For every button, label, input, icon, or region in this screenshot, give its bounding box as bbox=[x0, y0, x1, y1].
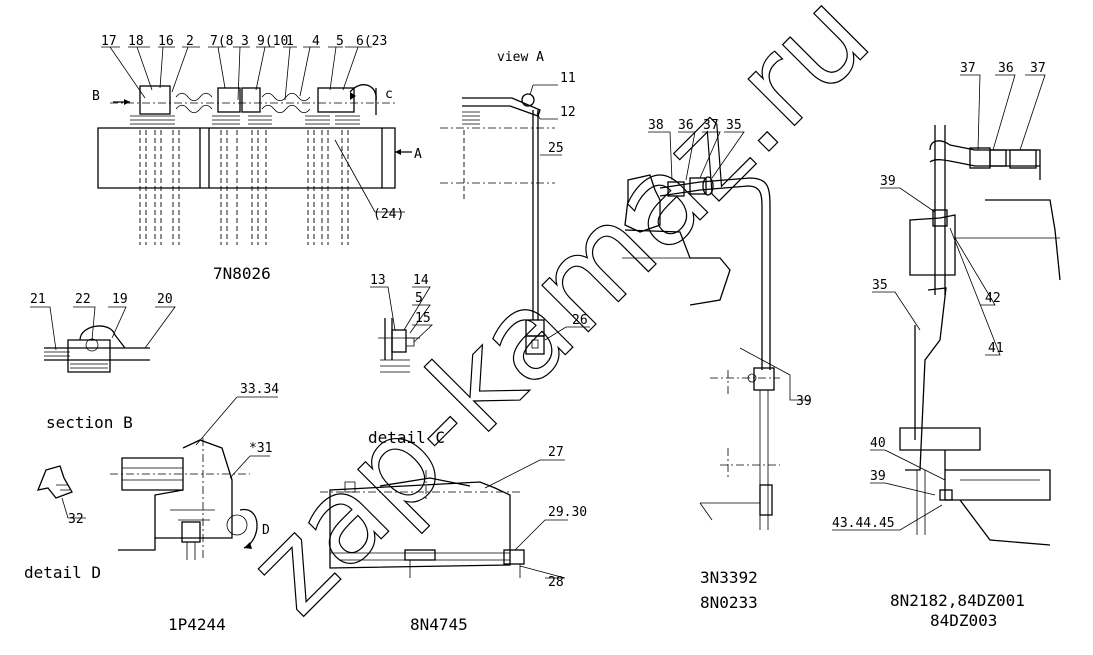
callout-31: *31 bbox=[249, 441, 272, 456]
callout-19: 19 bbox=[112, 292, 128, 307]
callout-d: D bbox=[262, 523, 270, 538]
callout-35-left: 35 bbox=[726, 118, 742, 133]
assembly-3n3392 bbox=[622, 131, 810, 530]
callout-14: 14 bbox=[413, 273, 429, 288]
callout-7-8: 7(8 bbox=[210, 34, 233, 49]
caption-8n4745: 8N4745 bbox=[410, 615, 468, 634]
callout-5-detail-c: 5 bbox=[415, 291, 423, 306]
callout-21: 21 bbox=[30, 292, 46, 307]
caption-section-b: section B bbox=[46, 413, 133, 432]
callout-3: 3 bbox=[241, 34, 249, 49]
callout-32: 32 bbox=[68, 512, 84, 527]
callout-b: B bbox=[92, 89, 100, 104]
callout-37-left: 37 bbox=[703, 118, 719, 133]
callout-a: A bbox=[414, 147, 422, 162]
callout-2: 2 bbox=[186, 34, 194, 49]
callout-5-top: 5 bbox=[336, 34, 344, 49]
caption-view-a: view A bbox=[497, 50, 544, 65]
callout-9-10: 9(10 bbox=[257, 34, 288, 49]
callout-35-right: 35 bbox=[872, 278, 888, 293]
watermark: zap-kamaz.ru bbox=[222, 0, 897, 641]
callout-37-right-b: 37 bbox=[1030, 61, 1046, 76]
watermark-text: zap-kamaz.ru bbox=[222, 0, 896, 641]
callout-43-44-45: 43.44.45 bbox=[832, 516, 895, 531]
callout-39-right-b: 39 bbox=[870, 469, 886, 484]
callout-28: 28 bbox=[548, 575, 564, 590]
assembly-7n8026 bbox=[97, 46, 412, 245]
callout-24: (24) bbox=[373, 207, 404, 222]
assembly-8n2182 bbox=[832, 74, 1061, 546]
callout-1: 1 bbox=[286, 34, 294, 49]
callout-29-30: 29.30 bbox=[548, 505, 587, 520]
callout-27: 27 bbox=[548, 445, 564, 460]
view-a-drawing bbox=[440, 84, 590, 355]
caption-8n0233: 8N0233 bbox=[700, 593, 758, 612]
detail-c-drawing bbox=[370, 286, 434, 373]
caption-8n2182: 8N2182,84DZ001 bbox=[890, 591, 1025, 610]
caption-3n3392: 3N3392 bbox=[700, 568, 758, 587]
callout-33-34: 33.34 bbox=[240, 382, 279, 397]
callout-37-right-a: 37 bbox=[960, 61, 976, 76]
callout-36-right: 36 bbox=[998, 61, 1014, 76]
callout-36-left: 36 bbox=[678, 118, 694, 133]
callout-42: 42 bbox=[985, 291, 1001, 306]
caption-1p4244: 1P4244 bbox=[168, 615, 226, 634]
callout-16: 16 bbox=[158, 34, 174, 49]
section-b-drawing bbox=[30, 306, 176, 373]
callout-4: 4 bbox=[312, 34, 320, 49]
callout-20: 20 bbox=[157, 292, 173, 307]
assembly-8n4745 bbox=[320, 459, 568, 579]
callout-c: c bbox=[385, 87, 393, 102]
detail-d-drawing bbox=[36, 465, 86, 519]
callout-38: 38 bbox=[648, 118, 664, 133]
callout-25: 25 bbox=[548, 141, 564, 156]
callout-18: 18 bbox=[128, 34, 144, 49]
callout-11: 11 bbox=[560, 71, 576, 86]
callout-22: 22 bbox=[75, 292, 91, 307]
caption-84dz003: 84DZ003 bbox=[930, 611, 997, 630]
callout-39-right-a: 39 bbox=[880, 174, 896, 189]
caption-7n8026: 7N8026 bbox=[213, 264, 271, 283]
callout-13: 13 bbox=[370, 273, 386, 288]
callout-26: 26 bbox=[572, 313, 588, 328]
callout-6-23: 6(23 bbox=[356, 34, 387, 49]
callout-40: 40 bbox=[870, 436, 886, 451]
callout-15: 15 bbox=[415, 311, 431, 326]
caption-detail-d: detail D bbox=[24, 563, 101, 582]
caption-detail-c: detail C bbox=[368, 428, 445, 447]
callout-12: 12 bbox=[560, 105, 576, 120]
assembly-1p4244 bbox=[110, 396, 278, 560]
callout-41: 41 bbox=[988, 341, 1004, 356]
callout-17: 17 bbox=[101, 34, 117, 49]
callout-39-left: 39 bbox=[796, 394, 812, 409]
